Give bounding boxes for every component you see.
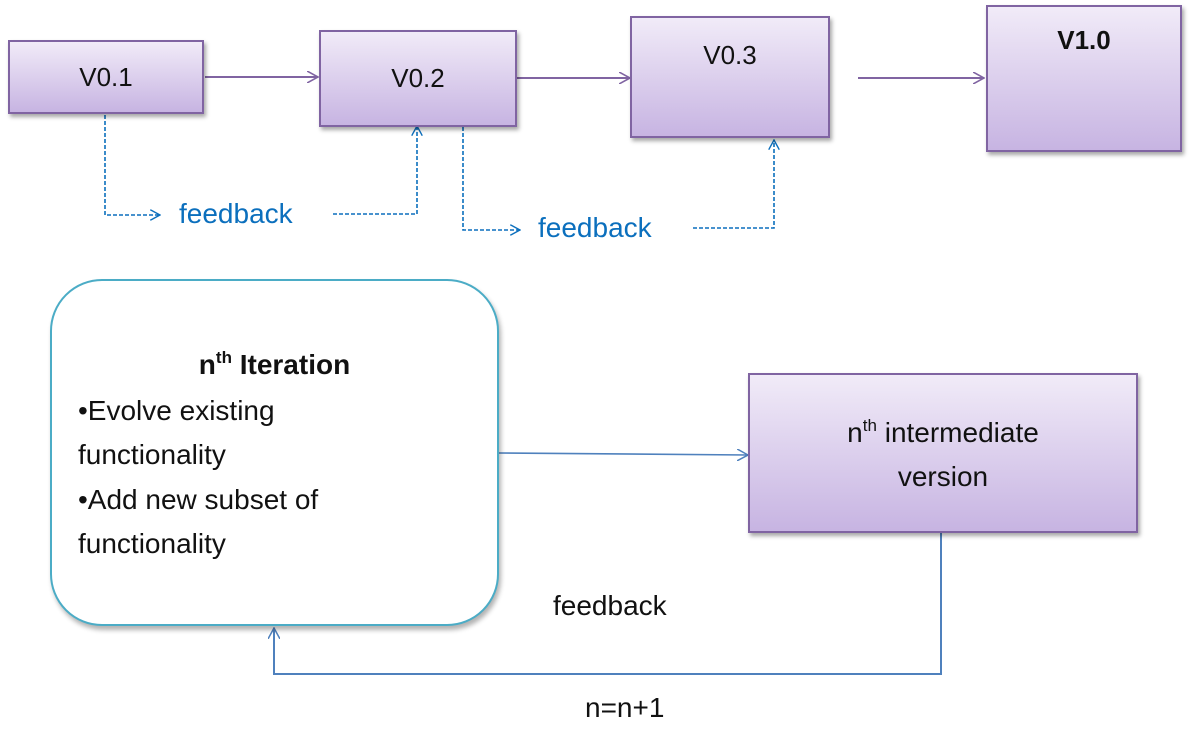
- iteration-title: nth Iteration: [52, 349, 497, 381]
- version-note-v02: V0.2: [319, 30, 517, 127]
- iteration-bullet-2-cont: functionality: [78, 528, 226, 559]
- iteration-title-text: Iteration: [231, 349, 351, 380]
- iteration-bullet-2: •Add new subset of: [78, 484, 319, 515]
- version-note-v10: V1.0: [986, 5, 1182, 152]
- feedback-label-1: feedback: [179, 198, 293, 229]
- intermediate-sup: th: [862, 416, 877, 435]
- iteration-title-sup: th: [215, 348, 232, 367]
- loop-back-path: [274, 533, 942, 675]
- version-label: V0.2: [391, 63, 445, 93]
- feedback-path-2-in: [693, 140, 774, 229]
- intermediate-n: n: [847, 417, 863, 448]
- iteration-title-n: n: [198, 349, 216, 380]
- feedback-path-2-out: [462, 127, 520, 230]
- intermediate-line-2: version: [897, 461, 989, 492]
- intermediate-text: intermediate: [876, 417, 1039, 448]
- version-label: V1.0: [1057, 25, 1111, 55]
- intermediate-version-box: nth intermediate version: [748, 373, 1138, 533]
- feedback-label-2: feedback: [538, 212, 652, 243]
- feedback-path-1-in: [333, 126, 417, 215]
- version-label: V0.1: [79, 61, 133, 92]
- loop-feedback-label: feedback: [553, 590, 667, 621]
- version-note-v03: V0.3: [630, 16, 830, 138]
- arrow-iteration-to-intermediate: [498, 453, 748, 455]
- iteration-bullet-1-cont: functionality: [78, 439, 226, 470]
- loop-counter-label: n=n+1: [585, 692, 665, 723]
- feedback-path-1-out: [104, 115, 160, 215]
- version-label: V0.3: [703, 39, 757, 70]
- iteration-box: nth Iteration •Evolve existing functiona…: [50, 279, 499, 626]
- version-note-v01: V0.1: [8, 40, 204, 114]
- intermediate-line-1: nth intermediate: [750, 411, 1136, 455]
- iteration-bullet-1: •Evolve existing: [78, 395, 275, 426]
